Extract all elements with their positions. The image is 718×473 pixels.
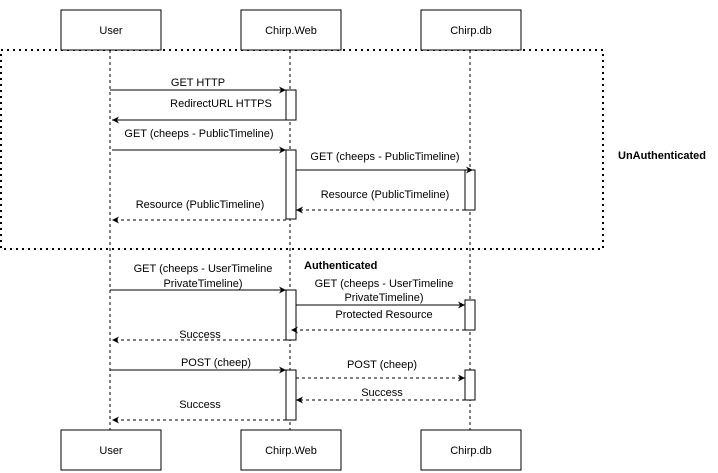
message-get-private-timeline-db: GET (cheeps - UserTimeline PrivateTimeli… — [296, 278, 465, 309]
svg-text:RedirectURL HTTPS: RedirectURL HTTPS — [170, 98, 272, 110]
message-success-authenticated: Success — [112, 329, 286, 344]
svg-text:Success: Success — [179, 399, 221, 411]
participant-chirp-web-top: Chirp.Web — [240, 9, 342, 51]
unauthenticated-group-frame — [0, 49, 604, 250]
svg-text:Chirp.Web: Chirp.Web — [265, 445, 317, 457]
participant-chirp-db-top: Chirp.db — [420, 9, 522, 51]
svg-text:Chirp.db: Chirp.db — [450, 445, 492, 457]
message-post-cheep-web: POST (cheep) — [110, 357, 286, 374]
svg-text:Chirp.Web: Chirp.Web — [265, 25, 317, 37]
message-get-public-timeline-web: GET (cheeps - PublicTimeline) — [112, 128, 286, 154]
svg-text:GET (cheeps - PublicTimeline): GET (cheeps - PublicTimeline) — [124, 128, 273, 140]
message-success-web-to-user: Success — [112, 399, 286, 424]
message-get-public-timeline-db: GET (cheeps - PublicTimeline) — [296, 151, 473, 174]
activation-web-2 — [285, 149, 297, 220]
svg-text:Resource (PublicTimeline): Resource (PublicTimeline) — [136, 199, 265, 211]
svg-text:Success: Success — [361, 387, 403, 399]
message-protected-resource: Protected Resource — [291, 309, 465, 334]
message-post-cheep-db: POST (cheep) — [296, 359, 465, 382]
svg-text:User: User — [99, 445, 123, 457]
authenticated-group-label: Authenticated — [304, 260, 377, 272]
svg-text:User: User — [99, 25, 123, 37]
message-get-private-timeline-web: GET (cheeps - UserTimeline PrivateTimeli… — [110, 263, 286, 294]
svg-text:POST (cheep): POST (cheep) — [347, 359, 417, 371]
activation-db-2 — [464, 299, 476, 331]
svg-text:PrivateTimeline): PrivateTimeline) — [163, 278, 242, 290]
activation-db-1 — [464, 169, 476, 211]
message-resource-db-to-web: Resource (PublicTimeline) — [296, 189, 465, 214]
participant-user-top: User — [60, 9, 162, 51]
unauthenticated-group-label: UnAuthenticated — [618, 150, 706, 162]
svg-text:GET (cheeps - PublicTimeline): GET (cheeps - PublicTimeline) — [310, 151, 459, 163]
activation-web-4 — [285, 369, 297, 421]
message-redirect-https: RedirectURL HTTPS — [112, 98, 286, 124]
activation-db-3 — [464, 369, 476, 401]
message-resource-web-to-user: Resource (PublicTimeline) — [112, 199, 286, 224]
svg-text:Chirp.db: Chirp.db — [450, 25, 492, 37]
svg-text:GET (cheeps - UserTimeline: GET (cheeps - UserTimeline — [315, 278, 454, 290]
svg-text:GET (cheeps - UserTimeline: GET (cheeps - UserTimeline — [134, 263, 273, 275]
message-success-db-to-web: Success — [296, 387, 465, 404]
svg-text:PrivateTimeline): PrivateTimeline) — [344, 292, 423, 304]
svg-text:POST (cheep): POST (cheep) — [181, 357, 251, 369]
svg-text:Protected Resource: Protected Resource — [335, 309, 432, 321]
message-get-http: GET HTTP — [110, 77, 286, 94]
svg-text:Resource (PublicTimeline): Resource (PublicTimeline) — [321, 189, 450, 201]
activation-web-3 — [285, 289, 297, 341]
svg-text:GET HTTP: GET HTTP — [171, 77, 225, 89]
participant-user-bottom: User — [60, 429, 162, 471]
activation-web-1 — [285, 89, 297, 121]
participant-chirp-web-bottom: Chirp.Web — [240, 429, 342, 471]
participant-chirp-db-bottom: Chirp.db — [420, 429, 522, 471]
svg-text:Success: Success — [179, 329, 221, 341]
